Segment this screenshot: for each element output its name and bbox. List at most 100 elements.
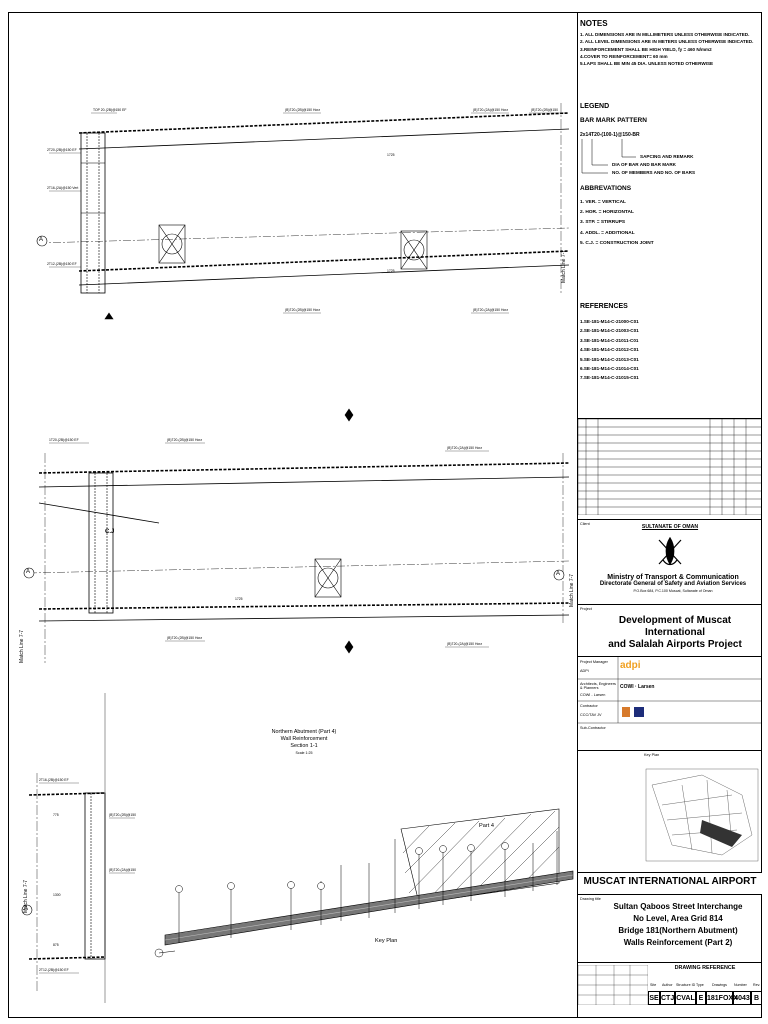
ref-label-number: Number <box>734 983 747 987</box>
match-line-label: Match Line 7-7 <box>19 629 25 663</box>
svg-text:(B)T20-(2B)@150: (B)T20-(2B)@150 <box>109 813 136 817</box>
abbreviations-heading: ABBREVATIONS <box>580 185 632 192</box>
svg-text:2T16-(2B)@150 EF: 2T16-(2B)@150 EF <box>39 778 69 782</box>
drawing-title-line: Sultan Qaboos Street Interchange <box>613 902 743 911</box>
abbreviation-item: 3. STP. = STIRRUPS <box>580 220 626 226</box>
section-name: Section 1-1 <box>290 743 318 749</box>
project-title-line1: Development of Muscat International <box>618 615 732 638</box>
airport-box: MUSCAT INTERNATIONAL AIRPORT <box>578 872 762 894</box>
legend-heading: LEGEND <box>580 103 610 110</box>
abbreviation-item: 2. HOR. = HORIZONTAL <box>580 210 634 216</box>
project-title: Development of Muscat International and … <box>590 615 760 651</box>
bar-mark-members: NO. OF MEMBERS AND NO. OF BARS <box>612 170 696 175</box>
team-role: Contractor <box>580 704 598 708</box>
ref-label-type: Type <box>696 983 704 987</box>
dimension-label: 1725 <box>387 269 395 273</box>
ref-cell-type: E <box>696 991 706 1005</box>
ref-cell-site: SE <box>648 991 660 1005</box>
notes-list: 1. ALL DIMENSIONS ARE IN MILLIMETERS UNL… <box>580 31 760 67</box>
reference-item: 4.SE-181-M14-C-21012-C01 <box>580 347 639 353</box>
bar-mark-example: 2x14T20-(100-1)@150-BR <box>580 132 640 138</box>
match-line-label: Match Line 7-7 <box>561 249 567 283</box>
svg-text:(B)T20-(2B)@150 Horz: (B)T20-(2B)@150 Horz <box>167 636 202 640</box>
svg-text:2T16-(2A)@150 Vert: 2T16-(2A)@150 Vert <box>47 186 78 190</box>
notes-heading: NOTES <box>580 19 608 28</box>
drawing-title-box: Drawing title Sultan Qaboos Street Inter… <box>578 894 762 962</box>
team-grid <box>578 657 762 724</box>
note-item: 3.REINFORCEMENT SHALL BE HIGH YIELD, fy … <box>580 46 712 52</box>
client-address: P.O.Box 684, P.C.100 Muscat, Sultanate o… <box>633 589 713 593</box>
client-box: Client SULTANATE OF OMAN Ministry of Tra… <box>578 519 762 603</box>
sultanate-title: SULTANATE OF OMAN <box>641 524 699 530</box>
keyplan-sub-label: Key Plan <box>644 753 660 757</box>
abbreviation-item: 1. VER. = VERTICAL <box>580 200 626 205</box>
reference-item: 7.SE-181-M14-C-21015-C01 <box>580 375 639 381</box>
svg-text:(B)T20-(2A)@150 Horz: (B)T20-(2A)@150 Horz <box>447 642 482 646</box>
team-box: Project Manager adpi ADPi Architects, En… <box>578 656 762 750</box>
ref-label-structure: Structure ID <box>676 983 696 987</box>
reference-item: 6.SE-181-M14-C-21014-C01 <box>580 366 639 372</box>
team-org: CCC/TAV JV <box>580 713 602 717</box>
ref-cell-structure: CVAL <box>675 991 696 1005</box>
cowi-logo: COWI · Larsen <box>620 684 655 690</box>
drawing-area: TOP 20-(2B)@150 EF (B)T20-(2B)@150 Horz … <box>9 13 578 1017</box>
svg-text:(B)T20-(2B)@150: (B)T20-(2B)@150 <box>531 108 558 112</box>
ref-cell-rev: B <box>751 991 762 1005</box>
ref-cell-number: 4043 <box>733 991 751 1005</box>
bar-mark-spacing: SAPCING AND REMARK <box>640 154 694 159</box>
match-line-label: Match Line 7-7 <box>569 573 575 607</box>
dimension-label: 775 <box>53 813 59 817</box>
reference-item: 3.SE-181-M14-C-21011-C01 <box>580 337 639 343</box>
dimension-label: 1725 <box>235 597 243 601</box>
ref-label-author: Author <box>662 983 673 987</box>
svg-text:(B)T20-(2A)@150 Horz: (B)T20-(2A)@150 Horz <box>473 108 508 112</box>
note-item: 4.COVER TO REINFORCEMENT= 60 mm <box>580 53 668 59</box>
drawing-title-label: Drawing title <box>580 897 601 901</box>
ref-label-drawings: Drawings <box>712 983 727 987</box>
dimension-label: 875 <box>53 943 59 947</box>
team-role: Sub-Contractor <box>580 726 606 730</box>
team-role: Project Manager <box>580 660 608 664</box>
grid-marker-a: A <box>26 569 31 575</box>
team-org: COWI - Larsen <box>580 693 606 697</box>
svg-text:(B)T20-(2A)@150 Horz: (B)T20-(2A)@150 Horz <box>447 446 482 450</box>
bar-mark-heading: BAR MARK PATTERN <box>580 117 647 124</box>
svg-text:(B)T20-(2B)@150 Horz: (B)T20-(2B)@150 Horz <box>167 438 202 442</box>
key-plan-label: Key Plan <box>375 938 398 944</box>
team-role: Architects, Engineers & Planners <box>580 682 616 690</box>
reference-item: 1.SE-181-M14-C-21000-C01 <box>580 319 639 324</box>
grid-marker-a: A <box>39 237 44 243</box>
abbreviations-list: 1. VER. = VERTICAL 2. HOR. = HORIZONTAL … <box>580 198 760 249</box>
note-item: 5.LAPS SHALL BE MIN 45 DIA. UNLESS NOTED… <box>580 61 714 67</box>
drawing-title-line: Walls Reinforcement (Part 2) <box>623 938 733 947</box>
project-box: Project Development of Muscat Internatio… <box>578 604 762 656</box>
approval-grid <box>578 965 648 1005</box>
section-title: Northern Abutment (Part 4) <box>271 729 337 735</box>
team-org: ADPi <box>580 669 589 673</box>
project-label: Project <box>580 607 592 611</box>
svg-text:1T20-(2B)@150 EF: 1T20-(2B)@150 EF <box>49 438 79 442</box>
svg-text:2T12-(2B)@150 EF: 2T12-(2B)@150 EF <box>39 968 69 972</box>
airport-key-map <box>645 768 759 862</box>
note-item: 2. ALL LEVEL DIMENSIONS ARE IN METERS UN… <box>580 39 754 45</box>
bar-mark-diagram <box>581 139 636 174</box>
drawing-title-line: No Level, Area Grid 814 <box>633 914 723 923</box>
svg-text:(B)T20-(2A)@150 Horz: (B)T20-(2A)@150 Horz <box>473 308 508 312</box>
abbreviation-item: 4. ADDL. = ADDITIONAL <box>580 230 635 236</box>
svg-text:(B)T20-(2B)@150 Horz: (B)T20-(2B)@150 Horz <box>285 308 320 312</box>
svg-text:2T12-(2B)@150 EF: 2T12-(2B)@150 EF <box>47 262 77 266</box>
reference-item: 5.SE-181-M14-C-21013-C01 <box>580 356 639 362</box>
drawing-reference-box: DRAWING REFERENCE Site Author Structure … <box>578 962 762 1017</box>
references-heading: REFERENCES <box>580 303 628 310</box>
svg-text:TOP 20-(2B)@150 EF: TOP 20-(2B)@150 EF <box>93 108 126 112</box>
drawing-title-line: Bridge 181(Northern Abutment) <box>618 926 738 935</box>
title-block: NOTES 1. ALL DIMENSIONS ARE IN MILLIMETE… <box>578 13 762 1017</box>
dimension-label: 1725 <box>387 153 395 157</box>
keyplan-box: Key Plan <box>578 750 762 872</box>
client-label: Client <box>580 522 590 526</box>
ministry-name: Ministry of Transport & Communication <box>607 574 739 581</box>
note-item: 1. ALL DIMENSIONS ARE IN MILLIMETERS UNL… <box>580 32 750 37</box>
adpi-logo: adpi <box>620 660 641 671</box>
reinforcement-drawing: TOP 20-(2B)@150 EF (B)T20-(2B)@150 Horz … <box>21 103 574 1003</box>
abbreviation-item: 5. C.J. = CONSTRUCTION JOINT <box>580 240 654 246</box>
